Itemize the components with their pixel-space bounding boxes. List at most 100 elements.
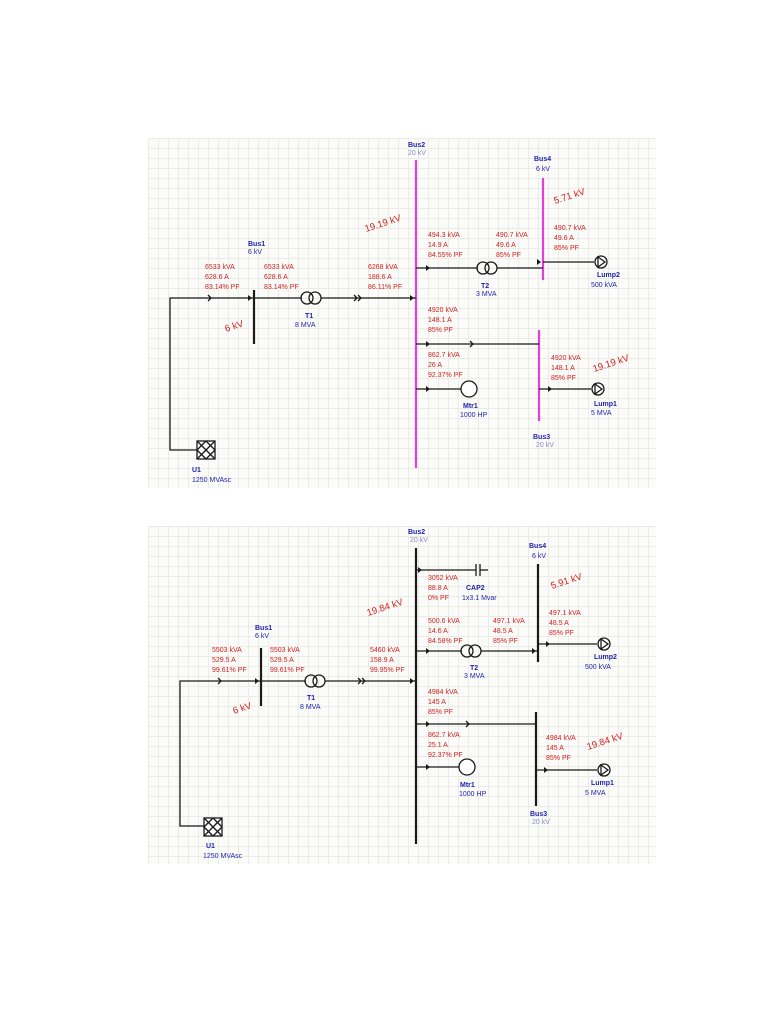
- bus2-kv: 20 kV: [408, 150, 426, 157]
- one-line-diagram-base: U1 1250 MVAsc Bus1 6 kV 6 kV Bus2 20 kV …: [148, 138, 656, 488]
- flow-pf: 85% PF: [554, 245, 579, 252]
- u1-feeder: [169, 297, 254, 451]
- flow-kva: 6533 kVA: [264, 264, 294, 271]
- flow-arrow-icon: [426, 721, 430, 727]
- flow-amps: 148.1 A: [428, 317, 452, 324]
- lump1-name: Lump1: [591, 780, 614, 787]
- u1-utility-icon[interactable]: [196, 440, 216, 460]
- lump1-rating: 5 MVA: [591, 410, 612, 417]
- flow-kva: 4920 kVA: [428, 307, 458, 314]
- bus1-voltage: 6 kV: [232, 700, 254, 717]
- flow-arrow-icon: [248, 295, 252, 301]
- flow-t2-bus4: 490.7 kVA 49.6 A 85% PF: [496, 232, 528, 259]
- flow-pf: 84.55% PF: [428, 252, 463, 259]
- flow-pf: 99.95% PF: [370, 667, 405, 674]
- flow-kva: 6268 kVA: [368, 264, 398, 271]
- flow-amps: 88.8 A: [428, 585, 448, 592]
- bus4-kv: 6 kV: [536, 166, 550, 173]
- bus3-name: Bus3: [533, 434, 550, 441]
- mtr1-name: Mtr1: [463, 403, 478, 410]
- flow-arrow-icon: [548, 386, 552, 392]
- flow-amps: 158.9 A: [370, 657, 394, 664]
- bus2-voltage: 19.19 kV: [364, 213, 404, 235]
- flow-arrow-icon: [410, 678, 414, 684]
- lump2-load-icon[interactable]: [597, 637, 611, 651]
- t1-name: T1: [305, 313, 313, 320]
- one-line-diagram-with-capacitor: U1 1250 MVAsc Bus1 6 kV 6 kV Bus2 20 kV …: [148, 526, 656, 864]
- flow-amps: 49.6 A: [496, 242, 516, 249]
- u1-rating: 1250 MVAsc: [192, 477, 232, 484]
- breaker-icon: [207, 294, 212, 302]
- flow-bus4-lump2: 490.7 kVA 49.6 A 85% PF: [554, 225, 586, 252]
- breaker-icon: [465, 720, 470, 728]
- flow-amps: 628.6 A: [264, 274, 288, 281]
- flow-kva: 4920 kVA: [551, 355, 581, 362]
- flow-amps: 25.1 A: [428, 742, 448, 749]
- u1-name: U1: [206, 843, 215, 850]
- t2-transformer-icon[interactable]: [476, 261, 498, 275]
- flow-arrow-icon: [426, 764, 430, 770]
- lump1-load-icon[interactable]: [591, 382, 605, 396]
- flow-pf: 84.58% PF: [428, 638, 463, 645]
- flow-amps: 145 A: [428, 699, 446, 706]
- mtr1-motor-icon[interactable]: [460, 380, 478, 398]
- lump2-load-icon[interactable]: [594, 255, 608, 269]
- flow-kva: 490.7 kVA: [496, 232, 528, 239]
- flow-arrow-icon: [532, 648, 536, 654]
- flow-arrow-icon: [255, 678, 259, 684]
- flow-kva: 500.6 kVA: [428, 618, 460, 625]
- flow-pf: 85% PF: [493, 638, 518, 645]
- flow-amps: 48.5 A: [493, 628, 513, 635]
- u1-rating: 1250 MVAsc: [203, 853, 243, 860]
- flow-bus1-t1: 5503 kVA 529.5 A 99.61% PF: [270, 647, 305, 674]
- t1-transformer-icon[interactable]: [304, 674, 326, 688]
- u1-utility-icon[interactable]: [203, 817, 223, 837]
- flow-kva: 4984 kVA: [428, 689, 458, 696]
- flow-amps: 49.6 A: [554, 235, 574, 242]
- flow-t1-bus2: 5460 kVA 158.9 A 99.95% PF: [370, 647, 405, 674]
- lump1-load-icon[interactable]: [597, 763, 611, 777]
- cap2-capacitor-icon[interactable]: [475, 564, 488, 576]
- flow-pf: 83.14% PF: [264, 284, 299, 291]
- flow-bus2-mtr1: 862.7 kVA 26 A 92.37% PF: [428, 352, 463, 379]
- bus1-voltage: 6 kV: [224, 318, 246, 335]
- flow-amps: 14.9 A: [428, 242, 448, 249]
- mtr1-rating: 1000 HP: [460, 412, 488, 419]
- bus2-voltage: 19.84 kV: [366, 597, 406, 619]
- flow-pf: 85% PF: [428, 327, 453, 334]
- flow-amps: 14.6 A: [428, 628, 448, 635]
- flow-arrow-icon: [418, 567, 422, 573]
- t2-rating: 3 MVA: [476, 291, 497, 298]
- flow-bus2-t2: 500.6 kVA 14.6 A 84.58% PF: [428, 618, 463, 645]
- t1-rating: 8 MVA: [300, 704, 321, 711]
- flow-pf: 0% PF: [428, 595, 449, 602]
- flow-kva: 497.1 kVA: [493, 618, 525, 625]
- mtr1-motor-icon[interactable]: [458, 758, 476, 776]
- lump2-name: Lump2: [594, 654, 617, 661]
- flow-kva: 6533 kVA: [205, 264, 235, 271]
- mtr1-name: Mtr1: [460, 782, 475, 789]
- flow-kva: 5503 kVA: [212, 647, 242, 654]
- flow-arrow-icon: [546, 641, 550, 647]
- t2-transformer-icon[interactable]: [460, 644, 482, 658]
- flow-pf: 92.37% PF: [428, 372, 463, 379]
- flow-t2-bus4: 497.1 kVA 48.5 A 85% PF: [493, 618, 525, 645]
- bus2-kv: 20 kV: [410, 537, 428, 544]
- flow-arrow-icon: [544, 767, 548, 773]
- cap2-rating: 1x3.1 Mvar: [462, 595, 497, 602]
- flow-amps: 529.5 A: [212, 657, 236, 664]
- flow-bus2-mtr1: 862.7 kVA 25.1 A 92.37% PF: [428, 732, 463, 759]
- flow-arrow-icon: [410, 295, 414, 301]
- u1-name: U1: [192, 467, 201, 474]
- t1-transformer-icon[interactable]: [300, 291, 322, 305]
- flow-kva: 5503 kVA: [270, 647, 300, 654]
- flow-pf: 85% PF: [549, 630, 574, 637]
- flow-pf: 85% PF: [551, 375, 576, 382]
- flow-kva: 3052 kVA: [428, 575, 458, 582]
- flow-pf: 85% PF: [546, 755, 571, 762]
- flow-kva: 497.1 kVA: [549, 610, 581, 617]
- flow-bus4-lump2: 497.1 kVA 48.5 A 85% PF: [549, 610, 581, 637]
- flow-arrow-icon: [426, 648, 430, 654]
- flow-kva: 5460 kVA: [370, 647, 400, 654]
- flow-arrow-icon: [426, 386, 430, 392]
